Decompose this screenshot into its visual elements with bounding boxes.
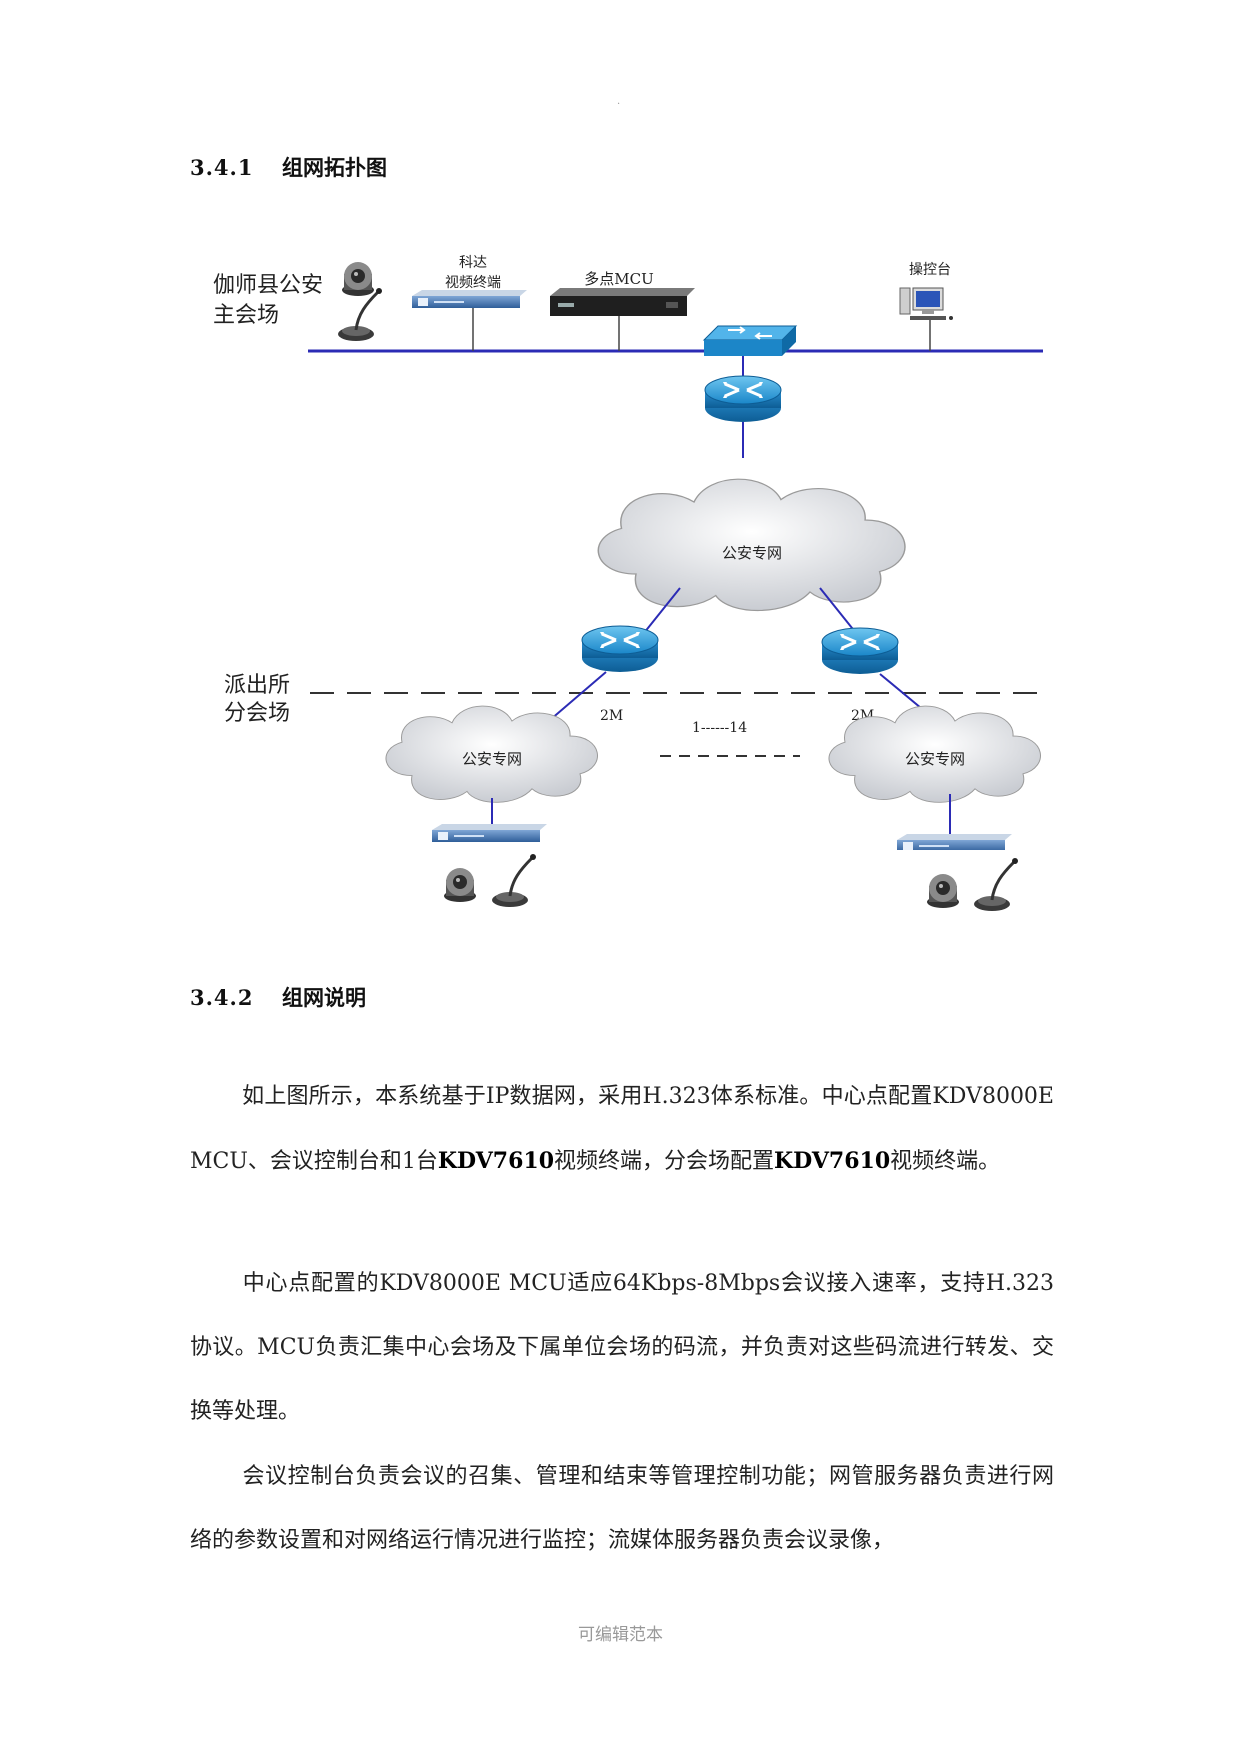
left-branch-terminal-icon <box>432 824 547 842</box>
section-heading-description: 3.4.2 组网说明 <box>190 982 366 1012</box>
right-branch-microphone-icon <box>972 856 1020 913</box>
main-site-label-line2: 主会场 <box>213 303 279 328</box>
para3-text: 会议控制台负责会议的召集、管理和结束等管理控制功能；网管服务器负责进行网络的参数… <box>190 1464 1054 1553</box>
main-camera-icon <box>342 262 374 296</box>
branch-router-left-icon <box>580 624 660 674</box>
para1-text-c: 视频终端，分会场配置 <box>554 1149 775 1174</box>
paragraph-console: 会议控制台负责会议的召集、管理和结束等管理控制功能；网管服务器负责进行网络的参数… <box>190 1445 1054 1573</box>
branch-site-label-line2: 分会场 <box>224 701 290 726</box>
terminal-label-line2: 视频终端 <box>445 275 501 291</box>
branch-peripherals <box>444 852 1020 913</box>
right-branch-camera-icon <box>927 874 959 908</box>
para1-model-2: KDV7610 <box>774 1148 891 1174</box>
para1-text-a: 如上图所示，本系统基于IP数据网，采用H.323体系标准。中心点配置KDV800… <box>190 1084 1054 1174</box>
section-title: 组网拓扑图 <box>282 155 387 180</box>
para2-text: 中心点配置的KDV8000E MCU适应64Kbps-8Mbps会议接入速率，支… <box>190 1271 1054 1424</box>
left-branch-microphone-icon <box>490 852 538 909</box>
network-switch-icon <box>702 325 798 356</box>
central-cloud-label: 公安专网 <box>722 544 782 562</box>
video-terminal-icon <box>412 290 527 308</box>
page-footer: 可编辑范本 <box>578 1625 663 1645</box>
right-branch-terminal-icon <box>897 834 1012 850</box>
left-branch-camera-icon <box>444 868 476 902</box>
section-title: 组网说明 <box>282 985 366 1010</box>
paragraph-mcu: 中心点配置的KDV8000E MCU适应64Kbps-8Mbps会议接入速率，支… <box>190 1252 1054 1444</box>
page-marker: . <box>617 96 621 107</box>
section-heading-topology: 3.4.1 组网拓扑图 <box>190 152 387 182</box>
para1-text-d: 视频终端。 <box>890 1149 1001 1174</box>
section-number: 3.4.1 <box>190 155 254 180</box>
branch-router-right-icon <box>820 626 900 676</box>
terminal-label-line1: 科达 <box>459 255 487 271</box>
branch-site-label-line1: 派出所 <box>224 673 290 698</box>
console-computer-icon <box>899 287 953 320</box>
paragraph-overview: 如上图所示，本系统基于IP数据网，采用H.323体系标准。中心点配置KDV800… <box>190 1065 1054 1194</box>
core-router-icon <box>703 374 783 424</box>
network-topology-diagram: 伽师县公安 主会场 派出所 分会场 科达 视频终端 多点MCU 操控台 <box>213 255 1043 850</box>
para1-model-1: KDV7610 <box>437 1148 555 1174</box>
left-link-bandwidth: 2M <box>600 708 623 724</box>
left-branch-cloud-label: 公安专网 <box>462 750 522 768</box>
mcu-device-icon <box>550 288 695 316</box>
main-site-label-line1: 伽师县公安 <box>213 273 323 298</box>
right-branch-cloud-label: 公安专网 <box>905 750 965 768</box>
branch-range-label: 1------14 <box>692 720 747 736</box>
section-number: 3.4.2 <box>190 985 254 1010</box>
console-label: 操控台 <box>909 262 951 278</box>
mcu-label: 多点MCU <box>584 270 653 288</box>
